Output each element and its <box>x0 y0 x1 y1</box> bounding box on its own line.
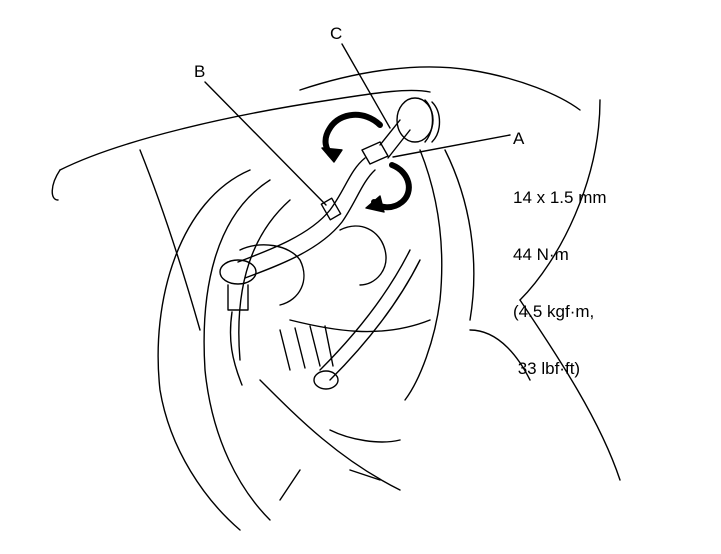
hub-detail <box>239 244 305 306</box>
rotation-arrow-lower-head <box>365 195 385 213</box>
leader-line-a <box>392 134 511 158</box>
strut-right-2 <box>444 149 475 321</box>
lower-arm-2 <box>329 259 421 381</box>
spec-thread: 14 x 1.5 mm <box>513 188 607 207</box>
caliper <box>339 225 387 286</box>
spec-torque-nm: 44 N·m <box>513 245 569 264</box>
tie-rod-shaft-bottom <box>244 169 376 279</box>
fender-outline <box>59 89 431 171</box>
leader-line-b <box>204 81 327 206</box>
rotation-arrow-upper-head <box>321 147 343 163</box>
spec-torque-lbf: 33 lbf·ft) <box>513 359 581 378</box>
cotter-wire <box>229 311 243 386</box>
callout-label-c: C <box>330 24 343 43</box>
tire-outer-arc <box>157 169 251 531</box>
curve-right <box>519 299 621 481</box>
knuckle-right <box>469 329 531 381</box>
callout-label-b: B <box>194 62 206 81</box>
tie-rod-flat <box>320 197 342 221</box>
tie-rod-shaft-top <box>237 157 366 263</box>
torque-spec: 14 x 1.5 mm 44 N·m (4.5 kgf·m, 33 lbf·ft… <box>513 150 607 416</box>
spec-torque-kgf: (4.5 kgf·m, <box>513 302 595 321</box>
bottom-curve <box>259 379 401 491</box>
tire-rim-arc <box>238 199 291 361</box>
strut-right <box>404 149 443 401</box>
tire-inner-arc <box>203 179 271 521</box>
lower-ball-joint <box>313 370 339 390</box>
rack-boot-rings <box>424 99 441 143</box>
tie-rod-end-ball <box>219 259 257 285</box>
rack-boot <box>396 97 434 143</box>
callout-label-a: A <box>513 129 525 148</box>
jam-nut <box>361 141 389 165</box>
leader-line-c <box>341 43 391 129</box>
fender-upper <box>299 66 581 111</box>
fender-right-lower <box>519 99 601 301</box>
body-left-edge <box>51 169 61 201</box>
driveshaft-boot <box>279 325 334 371</box>
bottom-detail <box>279 429 401 501</box>
tie-rod-stud <box>227 284 249 311</box>
body-contour <box>139 149 201 331</box>
lower-arm <box>319 249 411 371</box>
